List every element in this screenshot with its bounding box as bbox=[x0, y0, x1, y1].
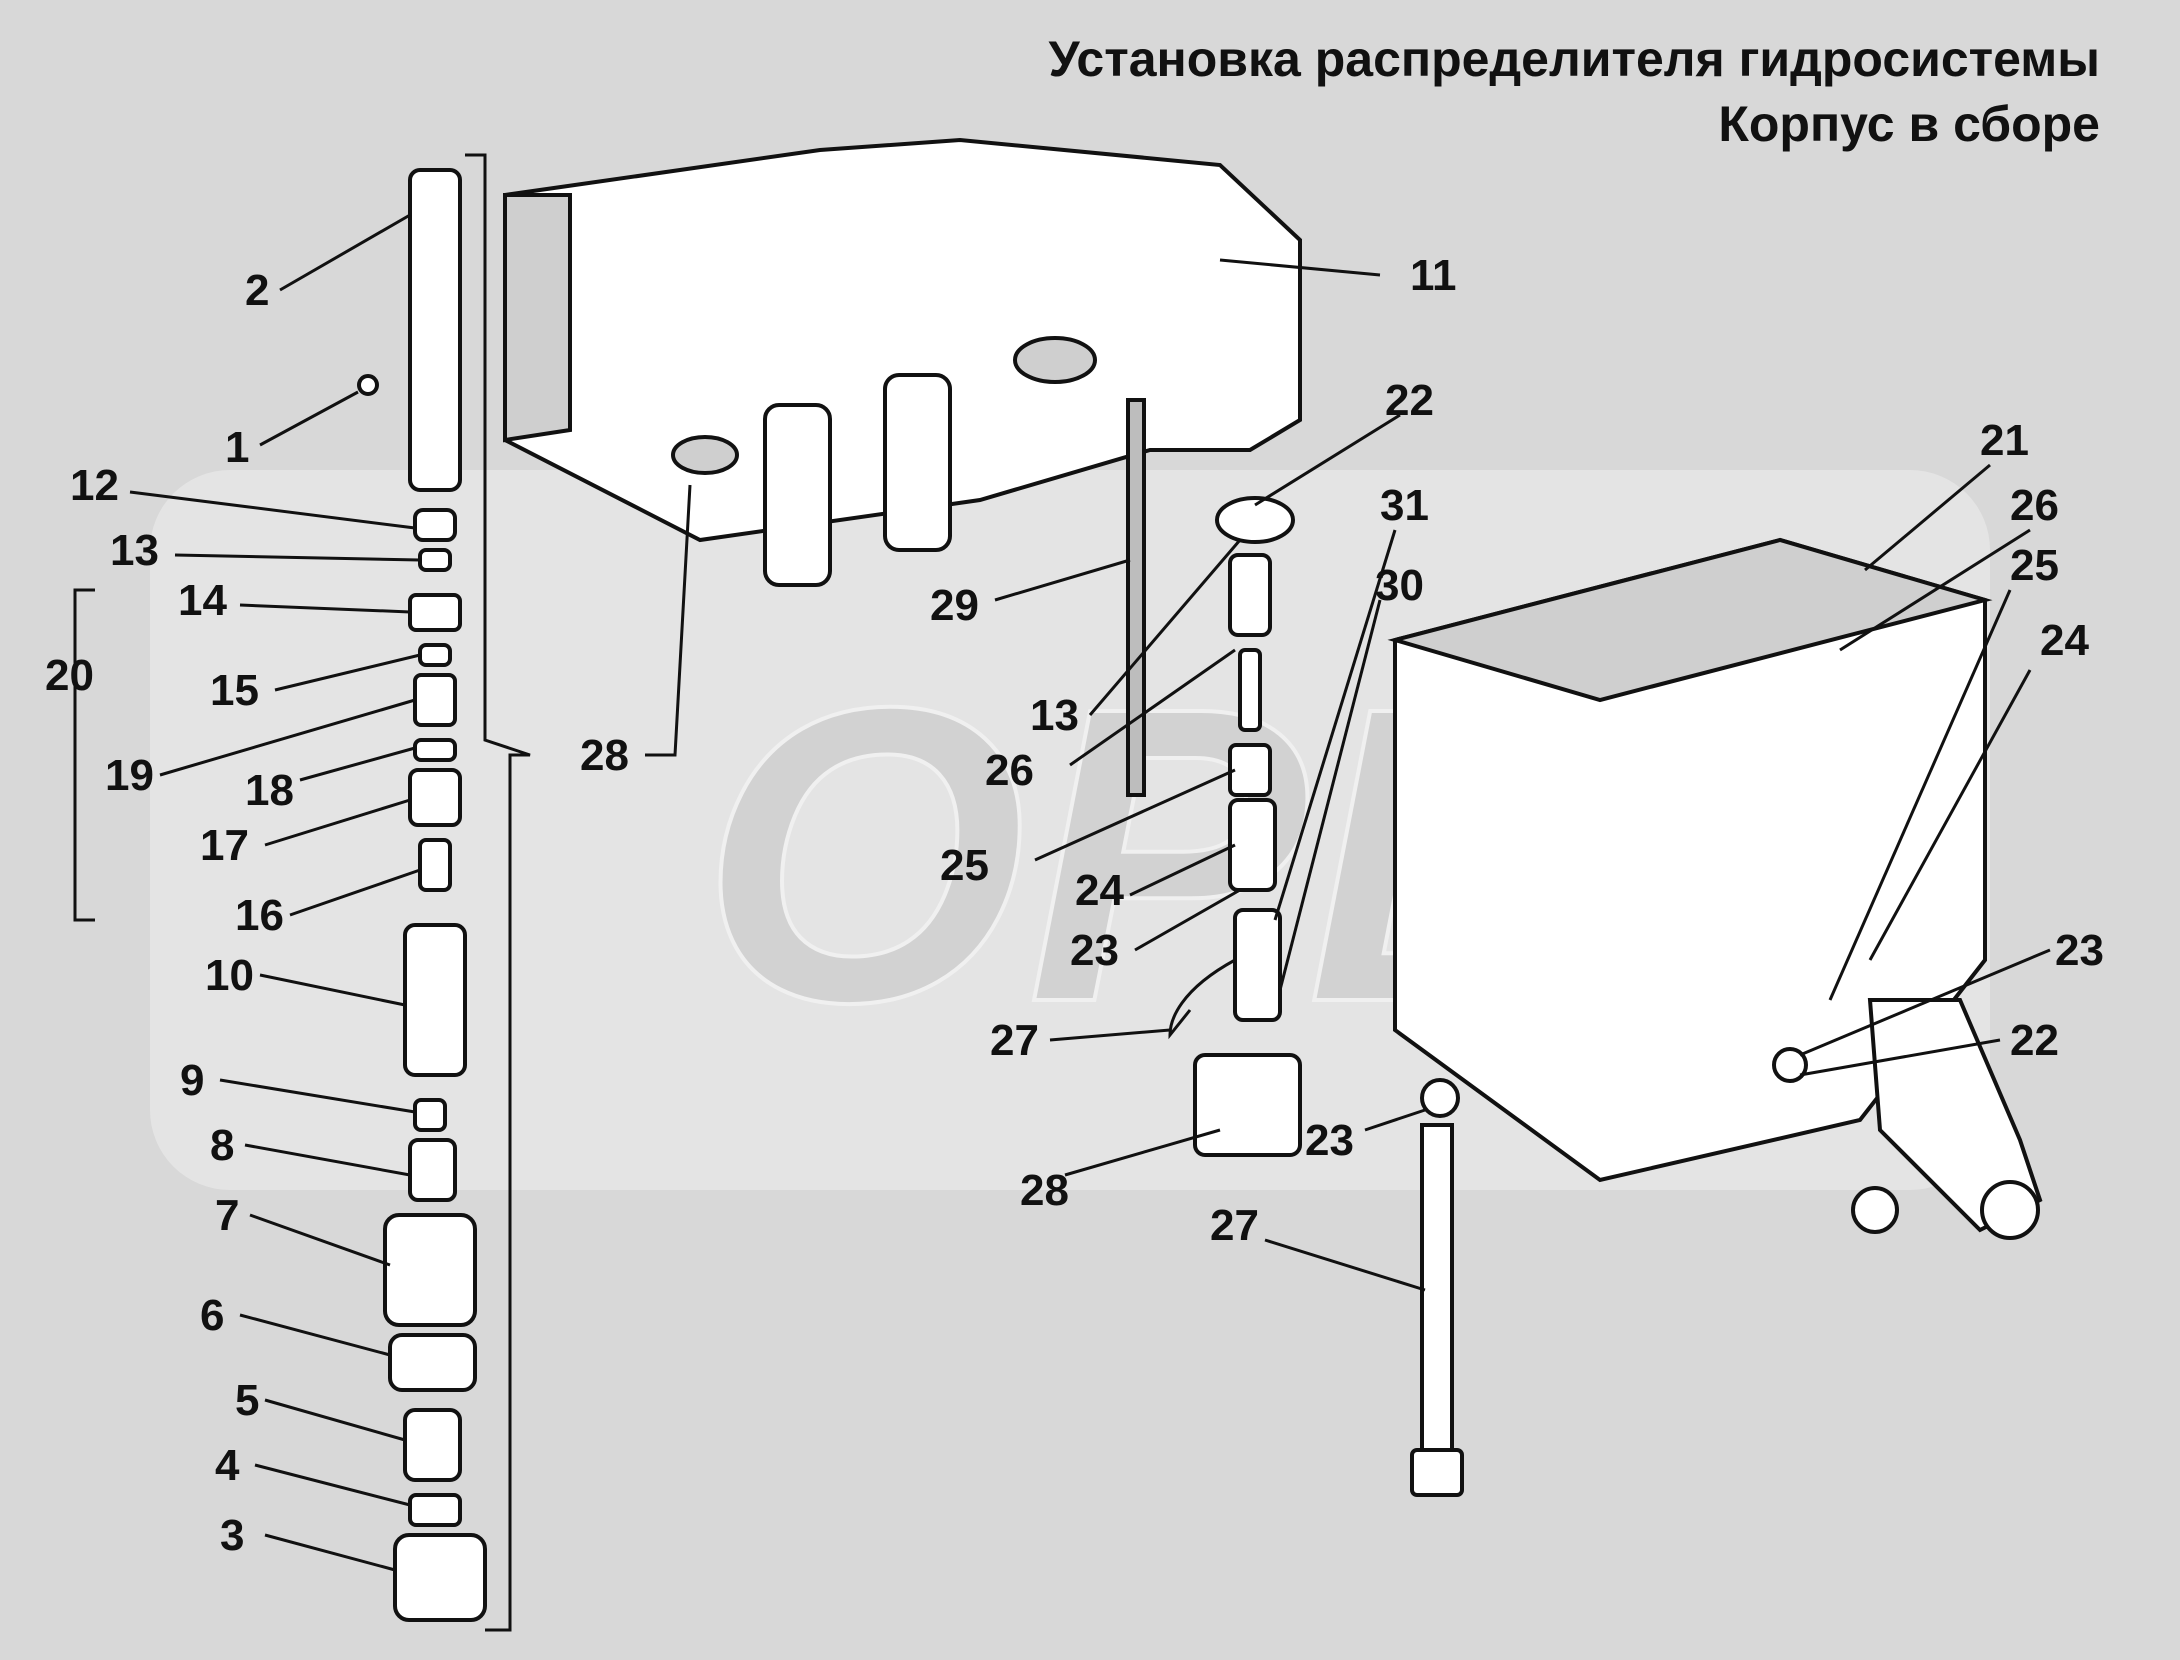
center-stack bbox=[1168, 496, 1464, 1497]
wire-27 bbox=[1168, 958, 1236, 1040]
callout-25-center: 25 bbox=[940, 841, 989, 890]
callout-26-center: 26 bbox=[985, 746, 1034, 795]
nut-14 bbox=[408, 593, 462, 632]
seal-22 bbox=[1215, 496, 1295, 544]
callout-1: 1 bbox=[225, 423, 249, 472]
spring-25 bbox=[1228, 743, 1272, 797]
group-20-bracket bbox=[73, 588, 95, 922]
callout-21: 21 bbox=[1980, 416, 2029, 465]
plug-3 bbox=[393, 1533, 487, 1622]
callout-22-center: 22 bbox=[1385, 376, 1434, 425]
sleeve-10 bbox=[403, 923, 467, 1077]
callout-27-center: 27 bbox=[990, 1016, 1039, 1065]
callout-24-right: 24 bbox=[2040, 616, 2089, 665]
callout-13-center: 13 bbox=[1030, 691, 1079, 740]
valve-body bbox=[1228, 553, 1272, 637]
callout-9: 9 bbox=[180, 1056, 204, 1105]
callout-19: 19 bbox=[105, 751, 154, 800]
callout-24-center: 24 bbox=[1075, 866, 1124, 915]
diagram-title: Установка распределителя гидросистемы bbox=[1048, 31, 2100, 87]
callout-27-lower: 27 bbox=[1210, 1201, 1259, 1250]
callout-28-center: 28 bbox=[1020, 1166, 1069, 1215]
spool-part-2 bbox=[408, 168, 462, 492]
fitting-right bbox=[883, 373, 952, 552]
callout-18: 18 bbox=[245, 766, 294, 815]
spring-5 bbox=[403, 1408, 462, 1482]
callout-3: 3 bbox=[220, 1511, 244, 1560]
ring-23 bbox=[1420, 1078, 1460, 1118]
ring-4 bbox=[408, 1493, 462, 1527]
callout-15: 15 bbox=[210, 666, 259, 715]
valve-17 bbox=[408, 768, 462, 827]
callout-26-right: 26 bbox=[2010, 481, 2059, 530]
fitting-left bbox=[763, 403, 832, 587]
callout-6: 6 bbox=[200, 1291, 224, 1340]
elbow-fitting bbox=[1867, 998, 2043, 1233]
callouts: 2 1 12 13 14 20 15 19 18 17 16 10 9 8 7 … bbox=[45, 251, 2104, 1560]
callout-2: 2 bbox=[245, 266, 269, 315]
cap-7 bbox=[383, 1213, 477, 1327]
callout-12: 12 bbox=[70, 461, 119, 510]
callout-10: 10 bbox=[205, 951, 254, 1000]
pin-9 bbox=[413, 1098, 447, 1132]
nut-28 bbox=[1193, 1053, 1302, 1157]
callout-7: 7 bbox=[215, 1191, 239, 1240]
callout-8: 8 bbox=[210, 1121, 234, 1170]
plunger-24 bbox=[1228, 798, 1277, 892]
nut-23-right bbox=[1772, 1047, 1808, 1083]
leader-lines bbox=[129, 213, 2051, 1572]
callout-17: 17 bbox=[200, 821, 249, 870]
spring-8 bbox=[408, 1138, 457, 1202]
callout-23-right: 23 bbox=[2055, 926, 2104, 975]
callout-14: 14 bbox=[178, 576, 227, 625]
diagram-subtitle: Корпус в сборе bbox=[1718, 96, 2100, 152]
callout-5: 5 bbox=[235, 1376, 259, 1425]
assembly-bracket bbox=[73, 153, 531, 1632]
callout-25-right: 25 bbox=[2010, 541, 2059, 590]
callout-4: 4 bbox=[215, 1441, 240, 1490]
callout-13: 13 bbox=[110, 526, 159, 575]
callout-23-center: 23 bbox=[1070, 926, 1119, 975]
callout-22-right: 22 bbox=[2010, 1016, 2059, 1065]
bolt-27 bbox=[1420, 1123, 1454, 1457]
rod-29 bbox=[1126, 398, 1146, 797]
callout-29: 29 bbox=[930, 581, 979, 630]
plug-19 bbox=[413, 673, 457, 727]
spring-18 bbox=[413, 738, 457, 762]
housing-11 bbox=[503, 137, 1302, 797]
callout-16: 16 bbox=[235, 891, 284, 940]
callout-31: 31 bbox=[1380, 481, 1429, 530]
callout-23-lower: 23 bbox=[1305, 1116, 1354, 1165]
callout-28-left: 28 bbox=[580, 731, 629, 780]
callout-11: 11 bbox=[1410, 251, 1457, 300]
bolt-head bbox=[1410, 1448, 1464, 1497]
spool-stack bbox=[357, 168, 487, 1622]
ball-part-1 bbox=[357, 374, 379, 396]
callout-20: 20 bbox=[45, 651, 94, 700]
pin-16 bbox=[418, 838, 452, 892]
ring-12 bbox=[413, 508, 457, 542]
spring-31 bbox=[1233, 908, 1282, 1022]
ring-15 bbox=[418, 643, 452, 667]
cover-assembly bbox=[1387, 537, 2043, 1240]
callout-30: 30 bbox=[1375, 561, 1424, 610]
washer-13 bbox=[418, 548, 452, 572]
washer-6 bbox=[388, 1333, 477, 1392]
stem bbox=[1238, 648, 1262, 732]
